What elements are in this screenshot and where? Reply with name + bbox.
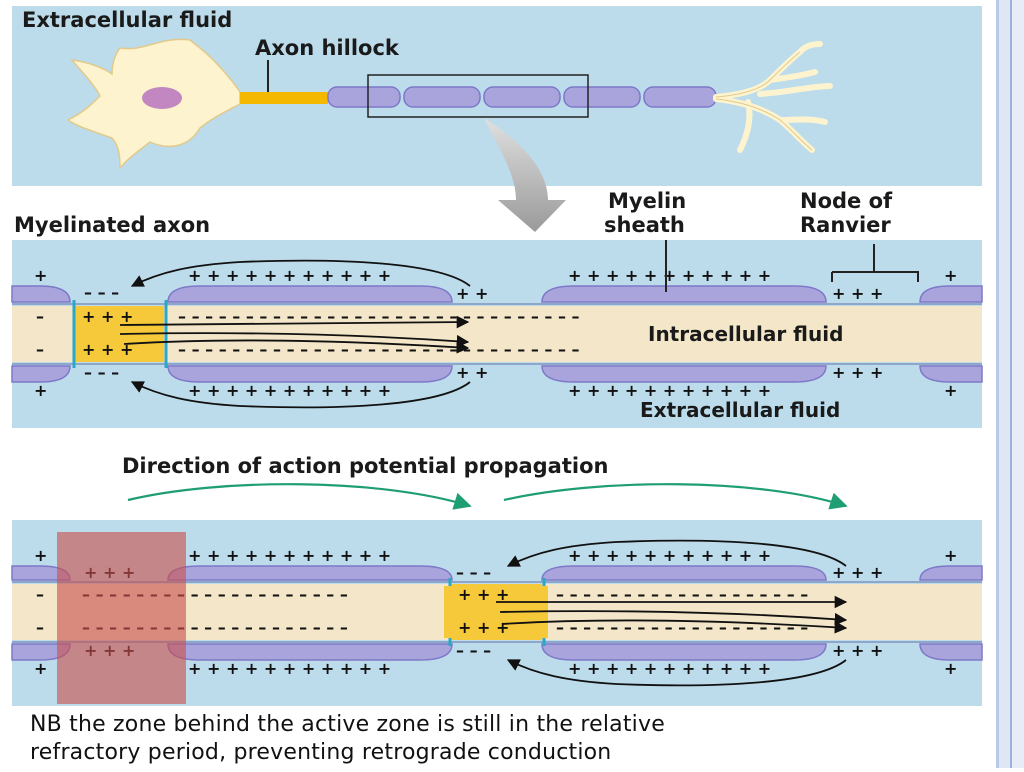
svg-text:+ + +: + + + <box>832 563 883 582</box>
svg-text:+ + + + + + + +: + + + + + + + + + + + <box>188 381 391 400</box>
caption: NB the zone behind the active zone is st… <box>30 711 980 767</box>
propagation-arrow-2 <box>503 483 848 510</box>
svg-text:+: + <box>34 546 47 565</box>
neuron-icon <box>66 38 833 171</box>
svg-text:– – –: – – – <box>456 563 491 582</box>
svg-text:+ + + + + + + +: + + + + + + + + + + + <box>188 266 391 285</box>
svg-text:+ + + + + + + +: + + + + + + + + + + + <box>568 266 771 285</box>
propagation-arrow-1 <box>127 483 472 510</box>
svg-text:+ + + + + + + +: + + + + + + + + + + + <box>568 546 771 565</box>
svg-text:– – –: – – – <box>456 641 491 660</box>
svg-text:+ + +: + + + <box>82 340 133 359</box>
myelin-sheath-label-line1: Myelin <box>608 189 686 213</box>
axon-panel-1: + – – – + + + + + + + + + + + + + + + + … <box>11 240 983 428</box>
current-loop-arrow-icon-2 <box>496 539 848 687</box>
direction-label: Direction of action potential propagatio… <box>122 454 608 478</box>
svg-text:+ +: + + <box>456 284 488 303</box>
svg-text:–: – <box>36 585 44 604</box>
myelin-sheath-label-line2: sheath <box>604 213 685 237</box>
caption-line-1: NB the zone behind the active zone is st… <box>30 712 665 737</box>
svg-text:– – – – – – – –: – – – – – – – – – – – – – – – – – – – <box>556 585 808 604</box>
svg-text:–: – <box>36 307 44 326</box>
axon-hillock-label: Axon hillock <box>255 36 400 60</box>
svg-text:+: + <box>944 546 957 565</box>
svg-text:+: + <box>34 266 47 285</box>
svg-text:+ + +: + + + <box>458 585 509 604</box>
svg-text:+ + +: + + + <box>458 618 509 637</box>
axon-panel-2: + + + + + + + + + + + + + + + – – – + + … <box>11 520 983 706</box>
svg-text:+: + <box>34 381 47 400</box>
current-loop-arrow-icon <box>119 259 471 409</box>
svg-text:+ + + + + + + +: + + + + + + + + + + + <box>568 659 771 678</box>
svg-text:–: – <box>36 618 44 637</box>
svg-text:+ + +: + + + <box>82 307 133 326</box>
intracellular-fluid-label: Intracellular fluid <box>648 322 843 346</box>
svg-text:+ + + + + + + +: + + + + + + + + + + + <box>568 381 771 400</box>
slide-border-decoration <box>990 0 1024 768</box>
node-of-ranvier-label-line1: Node of <box>800 189 893 213</box>
svg-text:–: – <box>36 340 44 359</box>
extracellular-fluid-bottom-label: Extracellular fluid <box>640 398 840 422</box>
extracellular-fluid-top-label: Extracellular fluid <box>22 8 232 32</box>
svg-text:+: + <box>944 659 957 678</box>
svg-text:+ + + + + + + +: + + + + + + + + + + + <box>188 659 391 678</box>
svg-text:+ +: + + <box>456 363 488 382</box>
refractory-zone-highlight <box>57 532 186 704</box>
svg-text:+: + <box>944 381 957 400</box>
svg-text:+ + +: + + + <box>832 641 883 660</box>
svg-text:– – – – – – – –: – – – – – – – – – – – – – – – – – – – – … <box>178 340 580 359</box>
svg-text:+ + + + + + + +: + + + + + + + + + + + <box>188 546 391 565</box>
caption-line-2: refractory period, preventing retrograde… <box>30 740 612 765</box>
node-of-ranvier-label-line2: Ranvier <box>800 213 891 237</box>
svg-text:– – –: – – – <box>84 283 119 302</box>
zoom-arrow-icon <box>484 118 566 232</box>
myelinated-axon-label: Myelinated axon <box>14 213 210 237</box>
svg-text:+: + <box>944 266 957 285</box>
svg-text:– – –: – – – <box>84 363 119 382</box>
svg-text:– – – – – – – –: – – – – – – – – – – – – – – – – – – – – … <box>178 307 580 326</box>
svg-text:+ + +: + + + <box>832 284 883 303</box>
svg-text:+: + <box>34 659 47 678</box>
svg-text:+ + +: + + + <box>832 363 883 382</box>
